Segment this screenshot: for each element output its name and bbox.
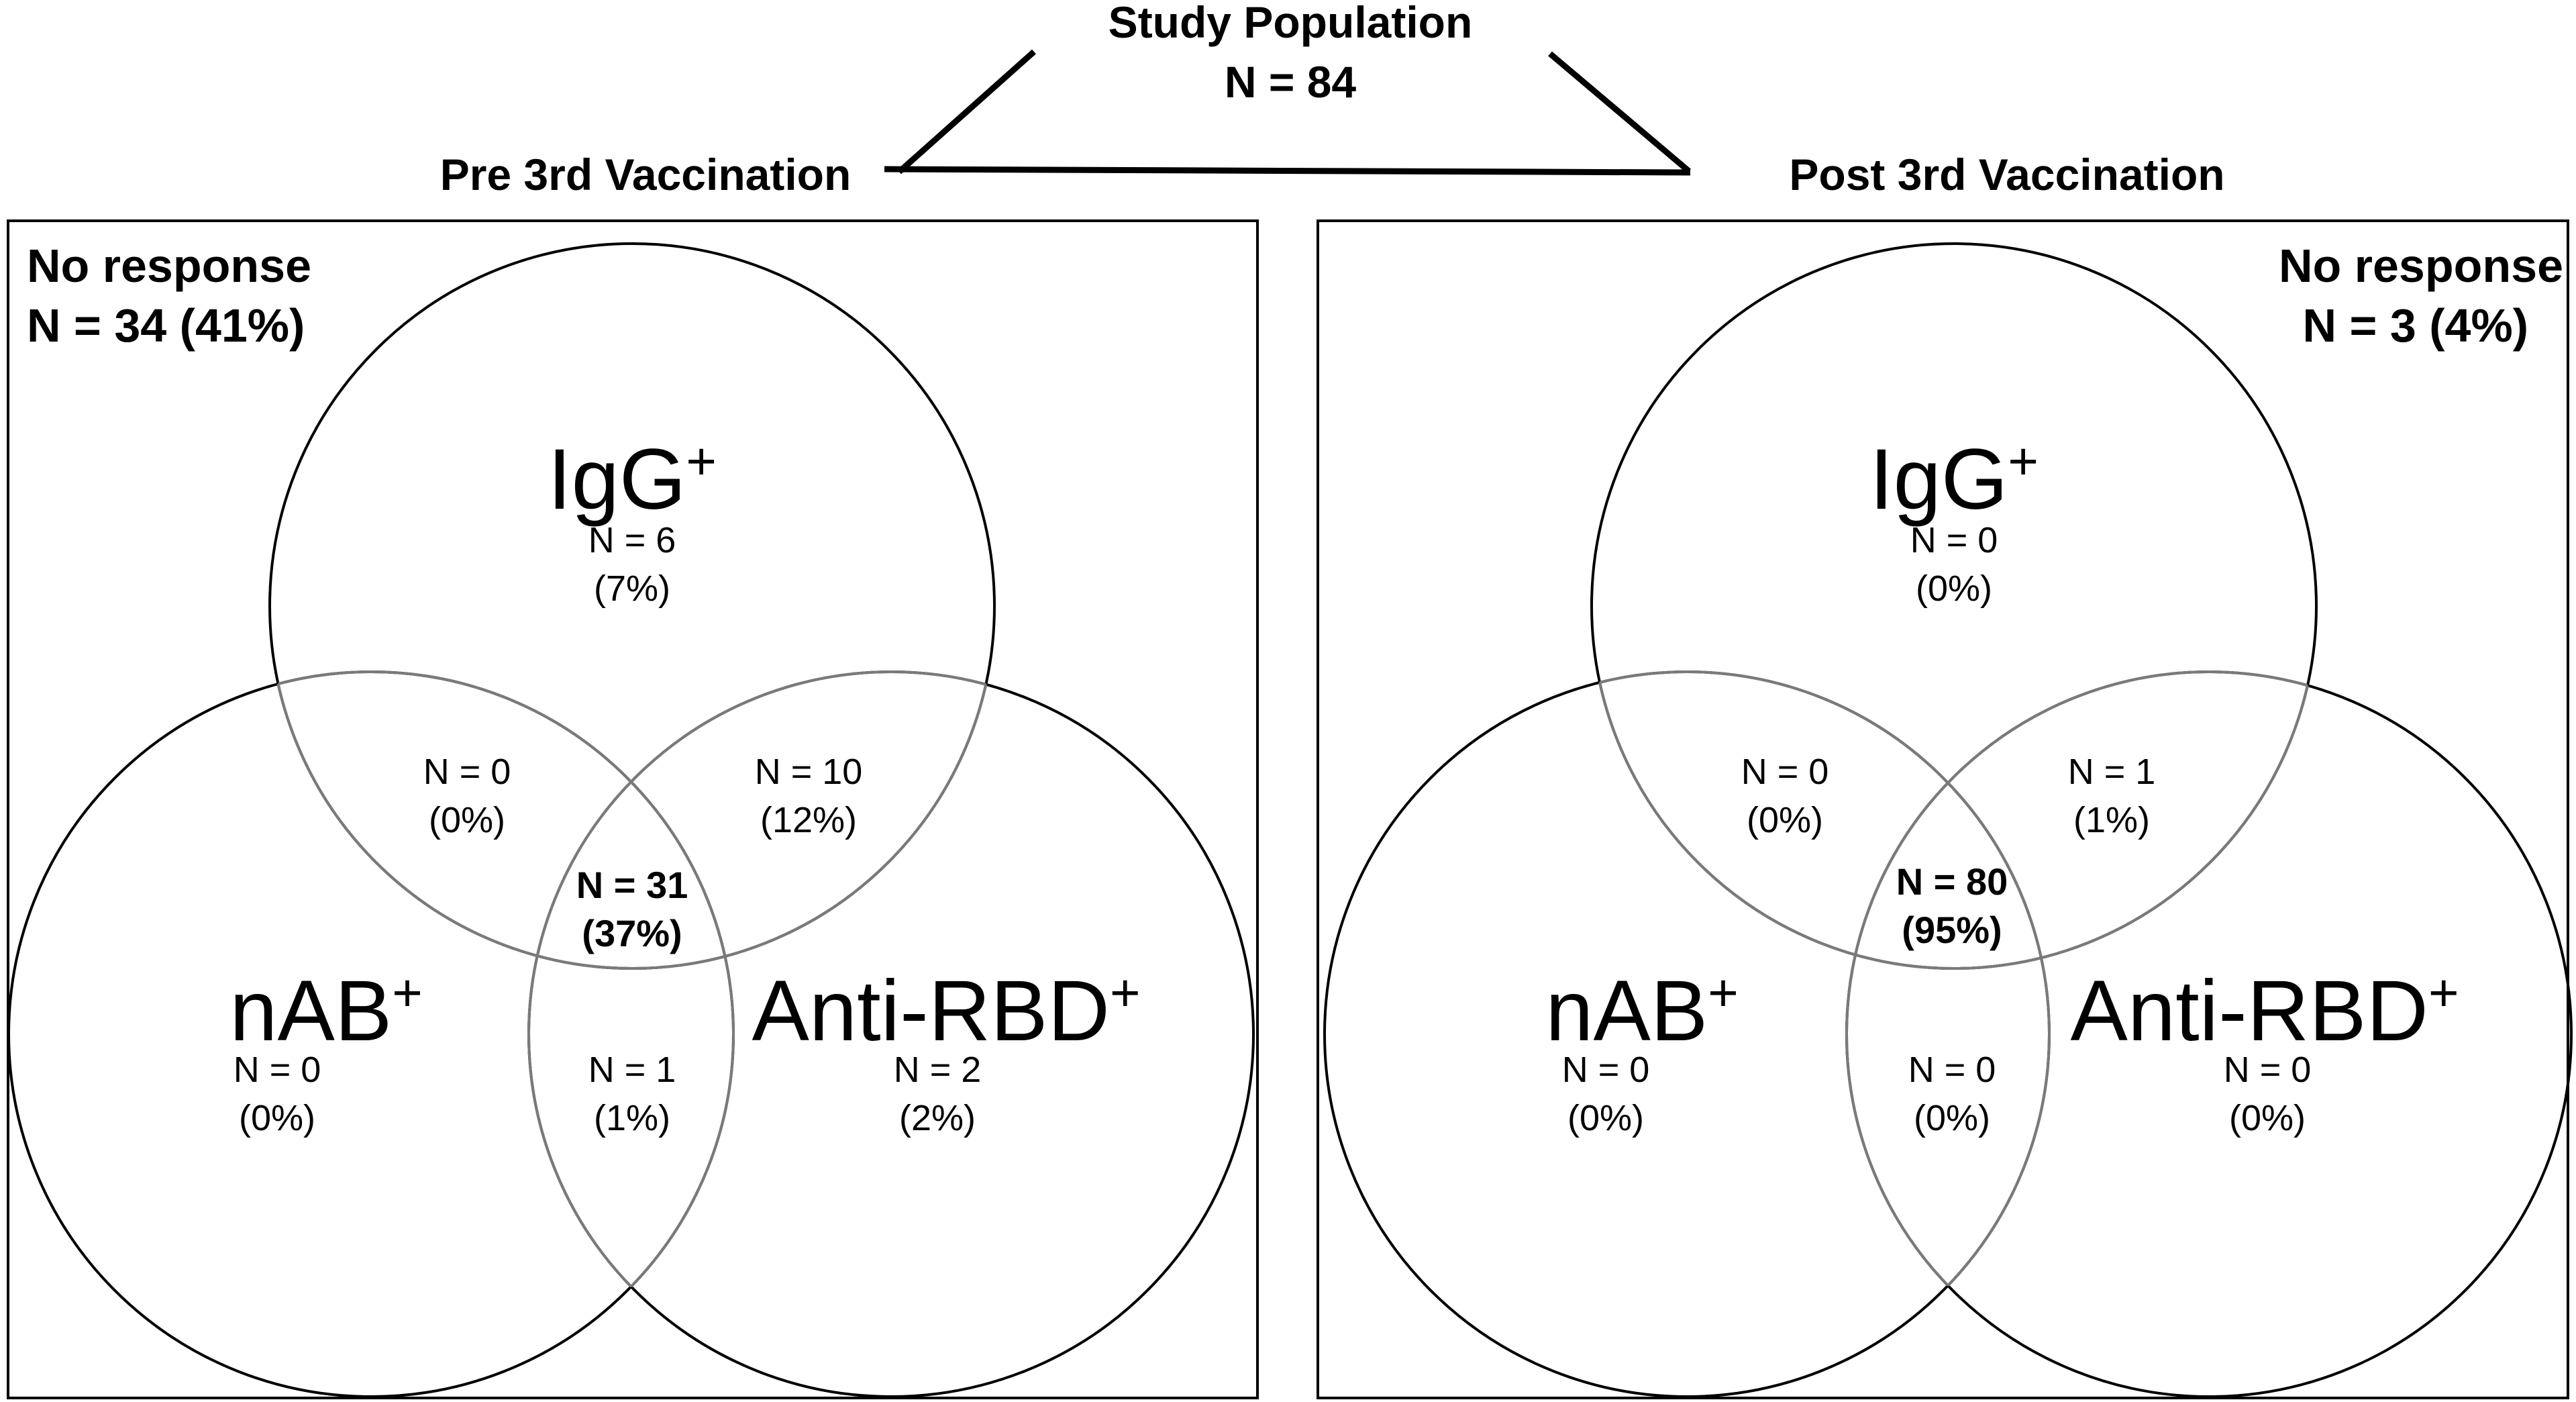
- inner-arcs: [268, 670, 996, 1397]
- region-count-highlight: N = 31: [576, 864, 688, 906]
- nab-arc-in-rbd: [529, 672, 735, 1397]
- panel-title: Post 3rd Vaccination: [1789, 150, 2224, 199]
- region-count: N = 0: [1741, 752, 1829, 792]
- region-percent: (0%): [1914, 1098, 1990, 1138]
- region-nab-only: N = 0 (0%): [1562, 1050, 1650, 1138]
- region-count: N = 0: [2224, 1050, 2312, 1090]
- region-nab-rbd: N = 1 (1%): [588, 1050, 676, 1138]
- region-igg-nab: N = 0 (0%): [1741, 752, 1829, 840]
- study-population-title: Study Population: [1109, 0, 1473, 47]
- anti-rbd-set-label: Anti-RBD+: [2071, 963, 2459, 1059]
- region-nab-only: N = 0 (0%): [234, 1050, 321, 1138]
- nab-arc-in-igg: [270, 670, 735, 968]
- region-count: N = 2: [894, 1050, 982, 1090]
- region-count: N = 1: [2068, 752, 2156, 792]
- igg-arc-in-rbd: [1847, 672, 2318, 970]
- connector-right-arm: [1548, 51, 1691, 174]
- region-count-highlight: N = 80: [1896, 860, 2008, 903]
- nab-set-label: nAB+: [229, 963, 423, 1059]
- rbd-arc-in-igg: [527, 670, 994, 968]
- no-response-value: N = 3 (4%): [2303, 299, 2529, 352]
- region-all-three: N = 80 (95%): [1896, 860, 2008, 951]
- region-percent: (0%): [1567, 1098, 1644, 1138]
- region-percent: (1%): [2073, 800, 2150, 840]
- region-count: N = 0: [1908, 1050, 1996, 1090]
- region-rbd-only: N = 0 (0%): [2224, 1050, 2312, 1138]
- region-rbd-only: N = 2 (2%): [894, 1050, 982, 1138]
- rbd-arc-in-nab: [1845, 672, 2049, 1397]
- region-percent: (1%): [594, 1098, 670, 1138]
- region-percent: (0%): [1916, 568, 1992, 609]
- region-count: N = 0: [423, 752, 511, 792]
- region-percent: (7%): [594, 568, 670, 609]
- nab-set-label: nAB+: [1545, 963, 1739, 1059]
- panel-title: Pre 3rd Vaccination: [440, 150, 852, 199]
- connector-base: [884, 166, 1691, 176]
- study-population-total: N = 84: [1225, 57, 1357, 107]
- anti-rbd-set-label: Anti-RBD+: [752, 963, 1141, 1059]
- population-split-connector: [884, 49, 1691, 176]
- panel-post-vaccination: Post 3rd Vaccination No response N = 3 (…: [1317, 150, 2573, 1399]
- region-percent-highlight: (95%): [1902, 909, 2002, 951]
- igg-arc-in-rbd: [529, 672, 996, 970]
- region-percent: (0%): [239, 1098, 315, 1138]
- region-percent: (0%): [429, 800, 505, 840]
- region-igg-rbd: N = 1 (1%): [2068, 752, 2156, 840]
- study-population-header: Study Population N = 84: [1109, 0, 1473, 107]
- region-percent: (0%): [2229, 1098, 2306, 1138]
- no-response-label: No response: [2279, 240, 2563, 292]
- region-count: N = 0: [1562, 1050, 1650, 1090]
- region-percent: (0%): [1747, 800, 1823, 840]
- region-count: N = 0: [1910, 520, 1998, 560]
- region-nab-rbd: N = 0 (0%): [1908, 1050, 1996, 1138]
- inner-arcs: [1590, 670, 2318, 1397]
- no-response-value: N = 34 (41%): [27, 299, 305, 352]
- panel-pre-vaccination: Pre 3rd Vaccination No response N = 34 (…: [7, 150, 1259, 1399]
- region-count: N = 1: [588, 1050, 676, 1090]
- region-count: N = 10: [755, 752, 863, 792]
- region-percent-highlight: (37%): [582, 912, 682, 954]
- no-response-label: No response: [27, 240, 311, 292]
- panel-border: [1317, 219, 2569, 1399]
- rbd-arc-in-nab: [527, 672, 733, 1397]
- region-all-three: N = 31 (37%): [576, 864, 688, 954]
- region-igg-only: N = 0 (0%): [1910, 520, 1998, 609]
- region-igg-nab: N = 0 (0%): [423, 752, 511, 840]
- nab-arc-in-igg: [1592, 670, 2051, 968]
- panel-border: [7, 219, 1259, 1399]
- region-percent: (12%): [760, 800, 857, 840]
- rbd-arc-in-igg: [1845, 670, 2316, 968]
- igg-set-label: IgG+: [1869, 432, 2039, 528]
- region-igg-only: N = 6 (7%): [588, 520, 676, 609]
- region-count: N = 0: [234, 1050, 321, 1090]
- region-igg-rbd: N = 10 (12%): [755, 752, 863, 840]
- nab-arc-in-rbd: [1847, 672, 2051, 1397]
- igg-set-label: IgG+: [548, 432, 717, 528]
- region-count: N = 6: [588, 520, 676, 560]
- connector-left-arm: [897, 49, 1036, 174]
- region-percent: (2%): [899, 1098, 976, 1138]
